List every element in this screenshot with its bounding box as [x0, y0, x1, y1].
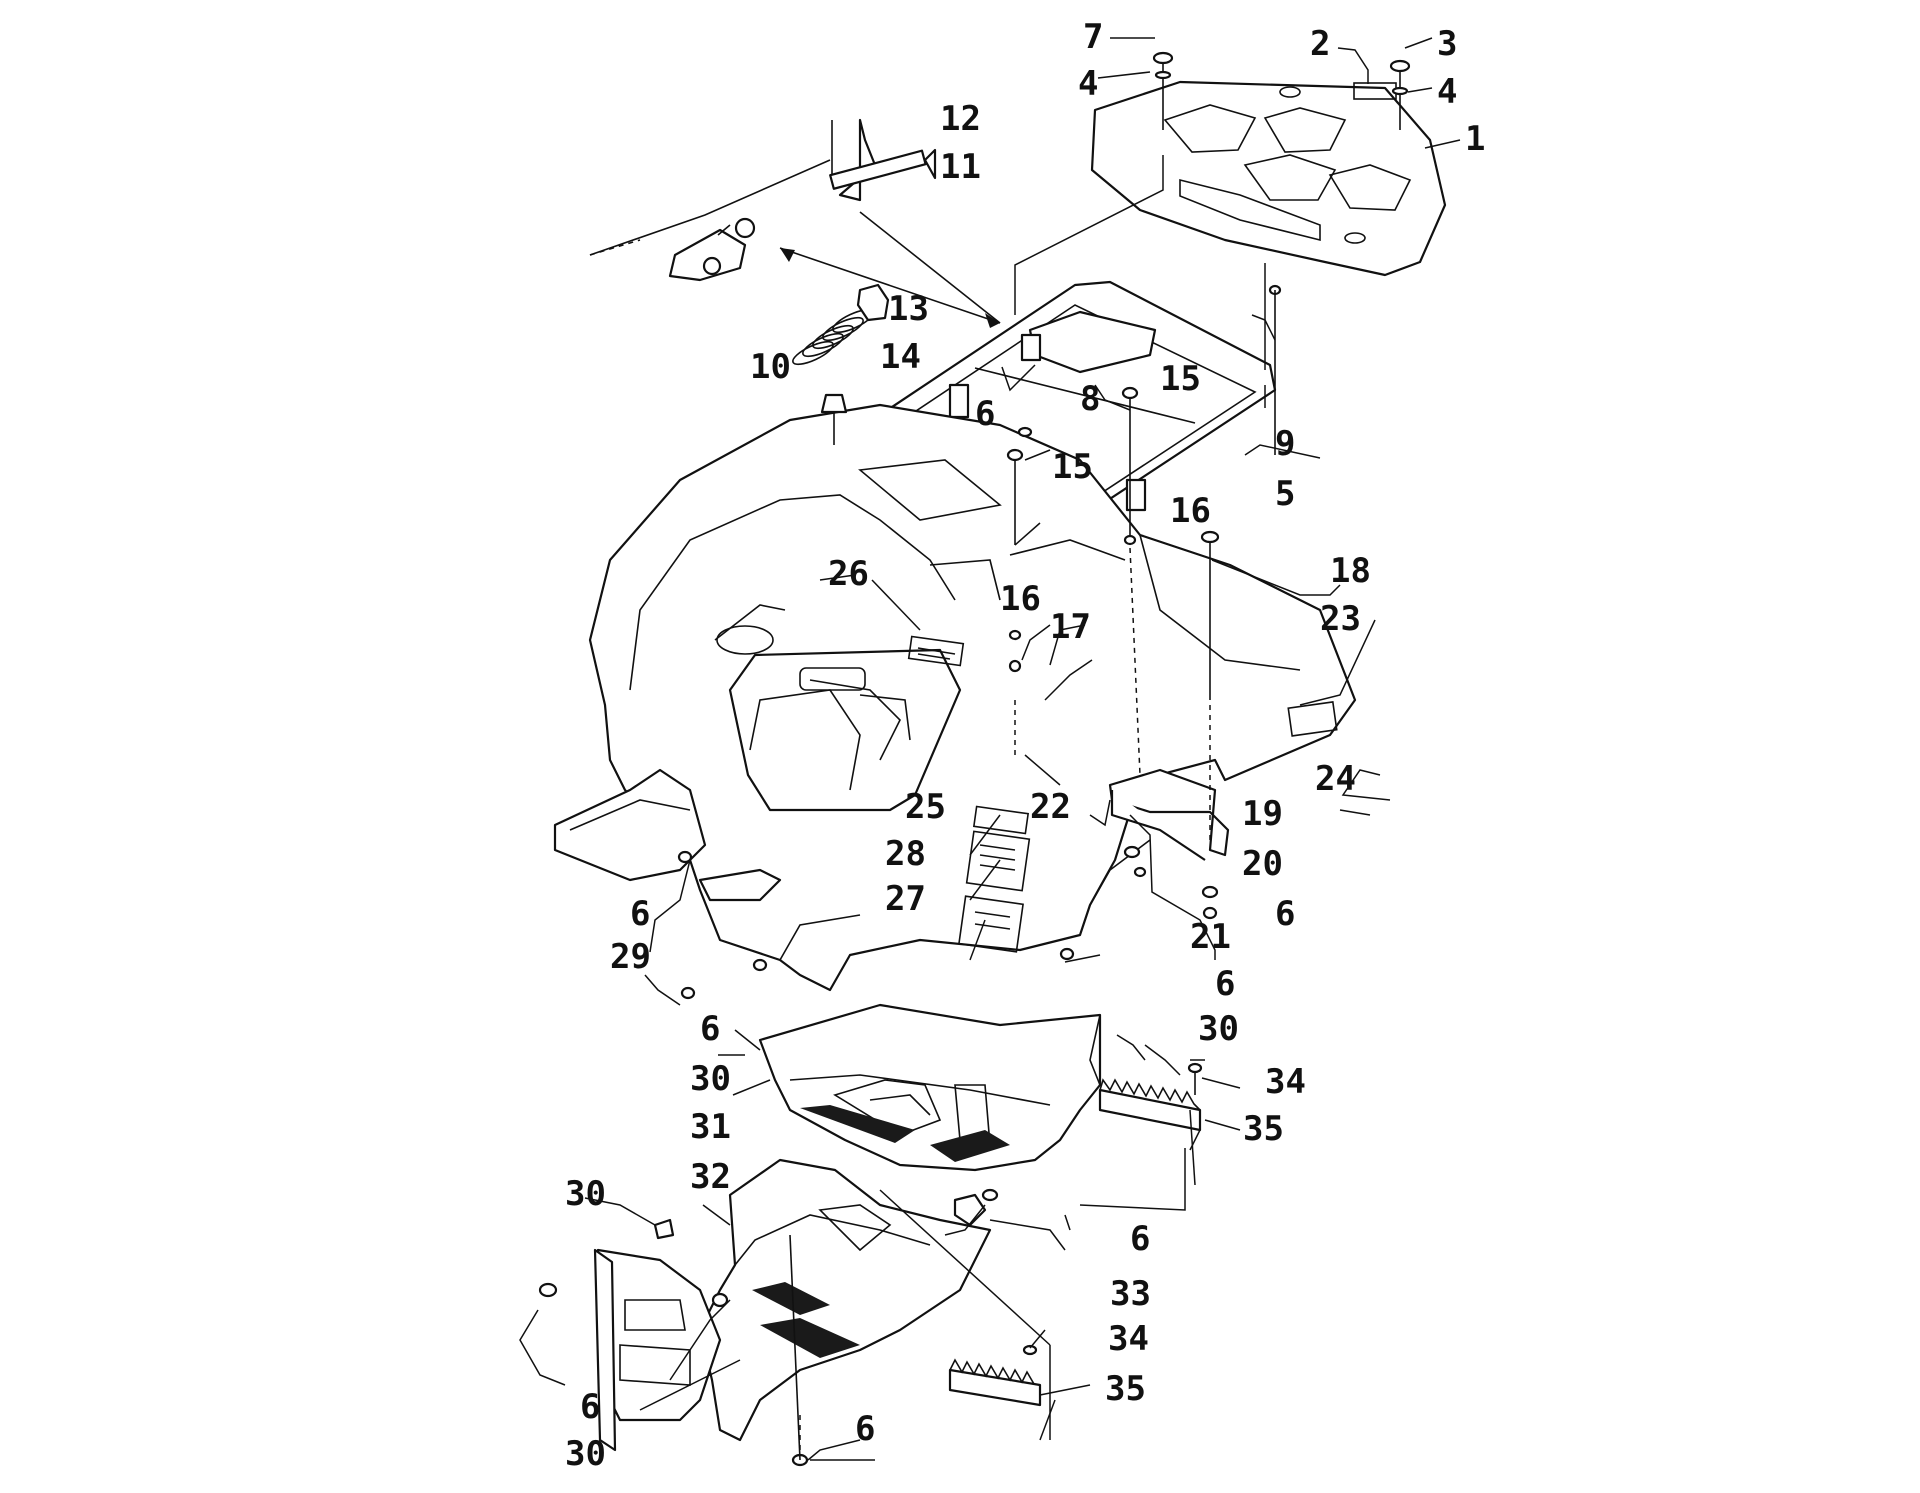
callout-19: 19: [1242, 794, 1283, 834]
pin-and-spring: [589, 118, 1001, 366]
callout-5: 5: [1275, 474, 1295, 514]
lower-fasteners: [538, 1188, 999, 1467]
callout-21: 21: [1190, 917, 1231, 957]
left-fender-flap: [553, 768, 782, 902]
lower-floor-panel: [593, 1158, 992, 1452]
callout-4: 4: [1078, 64, 1098, 104]
storage-compartment: [728, 648, 962, 812]
callout-6: 6: [855, 1409, 875, 1449]
callout-32: 32: [690, 1157, 731, 1197]
callout-4: 4: [1437, 72, 1457, 112]
callout-28: 28: [885, 834, 926, 874]
callout-30: 30: [565, 1174, 606, 1214]
callout-23: 23: [1320, 599, 1361, 639]
callout-6: 6: [1215, 964, 1235, 1004]
callout-30: 30: [1198, 1009, 1239, 1049]
callout-20: 20: [1242, 844, 1283, 884]
callout-35: 35: [1105, 1369, 1146, 1409]
callout-35: 35: [1243, 1109, 1284, 1149]
callout-6: 6: [630, 894, 650, 934]
callout-15: 15: [1160, 359, 1201, 399]
callout-24: 24: [1315, 759, 1356, 799]
rear-fender-body: [588, 403, 1357, 992]
callout-10: 10: [750, 347, 791, 387]
callout-6: 6: [700, 1009, 720, 1049]
callout-30: 30: [690, 1059, 731, 1099]
leader-lines: [519, 37, 1461, 1461]
callout-22: 22: [1030, 787, 1071, 827]
callout-29: 29: [610, 937, 651, 977]
callout-34: 34: [1265, 1062, 1306, 1102]
callout-27: 27: [885, 879, 926, 919]
callout-25: 25: [905, 787, 946, 827]
callout-30: 30: [565, 1434, 606, 1474]
callout-26: 26: [828, 554, 869, 594]
step-bar-upper: [1098, 1062, 1203, 1132]
callout-16: 16: [1000, 579, 1041, 619]
decals: [907, 635, 1338, 953]
callout-16: 16: [1170, 491, 1211, 531]
callout-18: 18: [1330, 551, 1371, 591]
callout-14: 14: [880, 337, 921, 377]
callout-1: 1: [1465, 119, 1485, 159]
callout-13: 13: [888, 289, 929, 329]
callout-9: 9: [1275, 424, 1295, 464]
callout-6: 6: [580, 1387, 600, 1427]
callout-7: 7: [1083, 17, 1103, 57]
callout-labels: 7 4 2 3 4 1 12 11 13 14 10 6 8 15 15 9 5…: [565, 17, 1485, 1474]
fasteners: [677, 284, 1282, 1000]
floor-tray: [758, 1003, 1102, 1172]
callout-6: 6: [975, 394, 995, 434]
callout-34: 34: [1108, 1319, 1149, 1359]
callout-12: 12: [940, 99, 981, 139]
callout-33: 33: [1110, 1274, 1151, 1314]
callout-17: 17: [1050, 607, 1091, 647]
bracket: [1108, 768, 1230, 861]
callout-6: 6: [1275, 894, 1295, 934]
hardware-top: [1152, 51, 1411, 130]
rear-rack-top: [1090, 80, 1447, 277]
callout-3: 3: [1437, 24, 1457, 64]
callout-31: 31: [690, 1107, 731, 1147]
callout-11: 11: [940, 147, 981, 187]
callout-15: 15: [1052, 447, 1093, 487]
callout-6: 6: [1130, 1219, 1150, 1259]
step-bar-lower: [948, 1344, 1042, 1407]
spring: [792, 308, 874, 366]
callout-2: 2: [1310, 24, 1330, 64]
callout-8: 8: [1080, 379, 1100, 419]
